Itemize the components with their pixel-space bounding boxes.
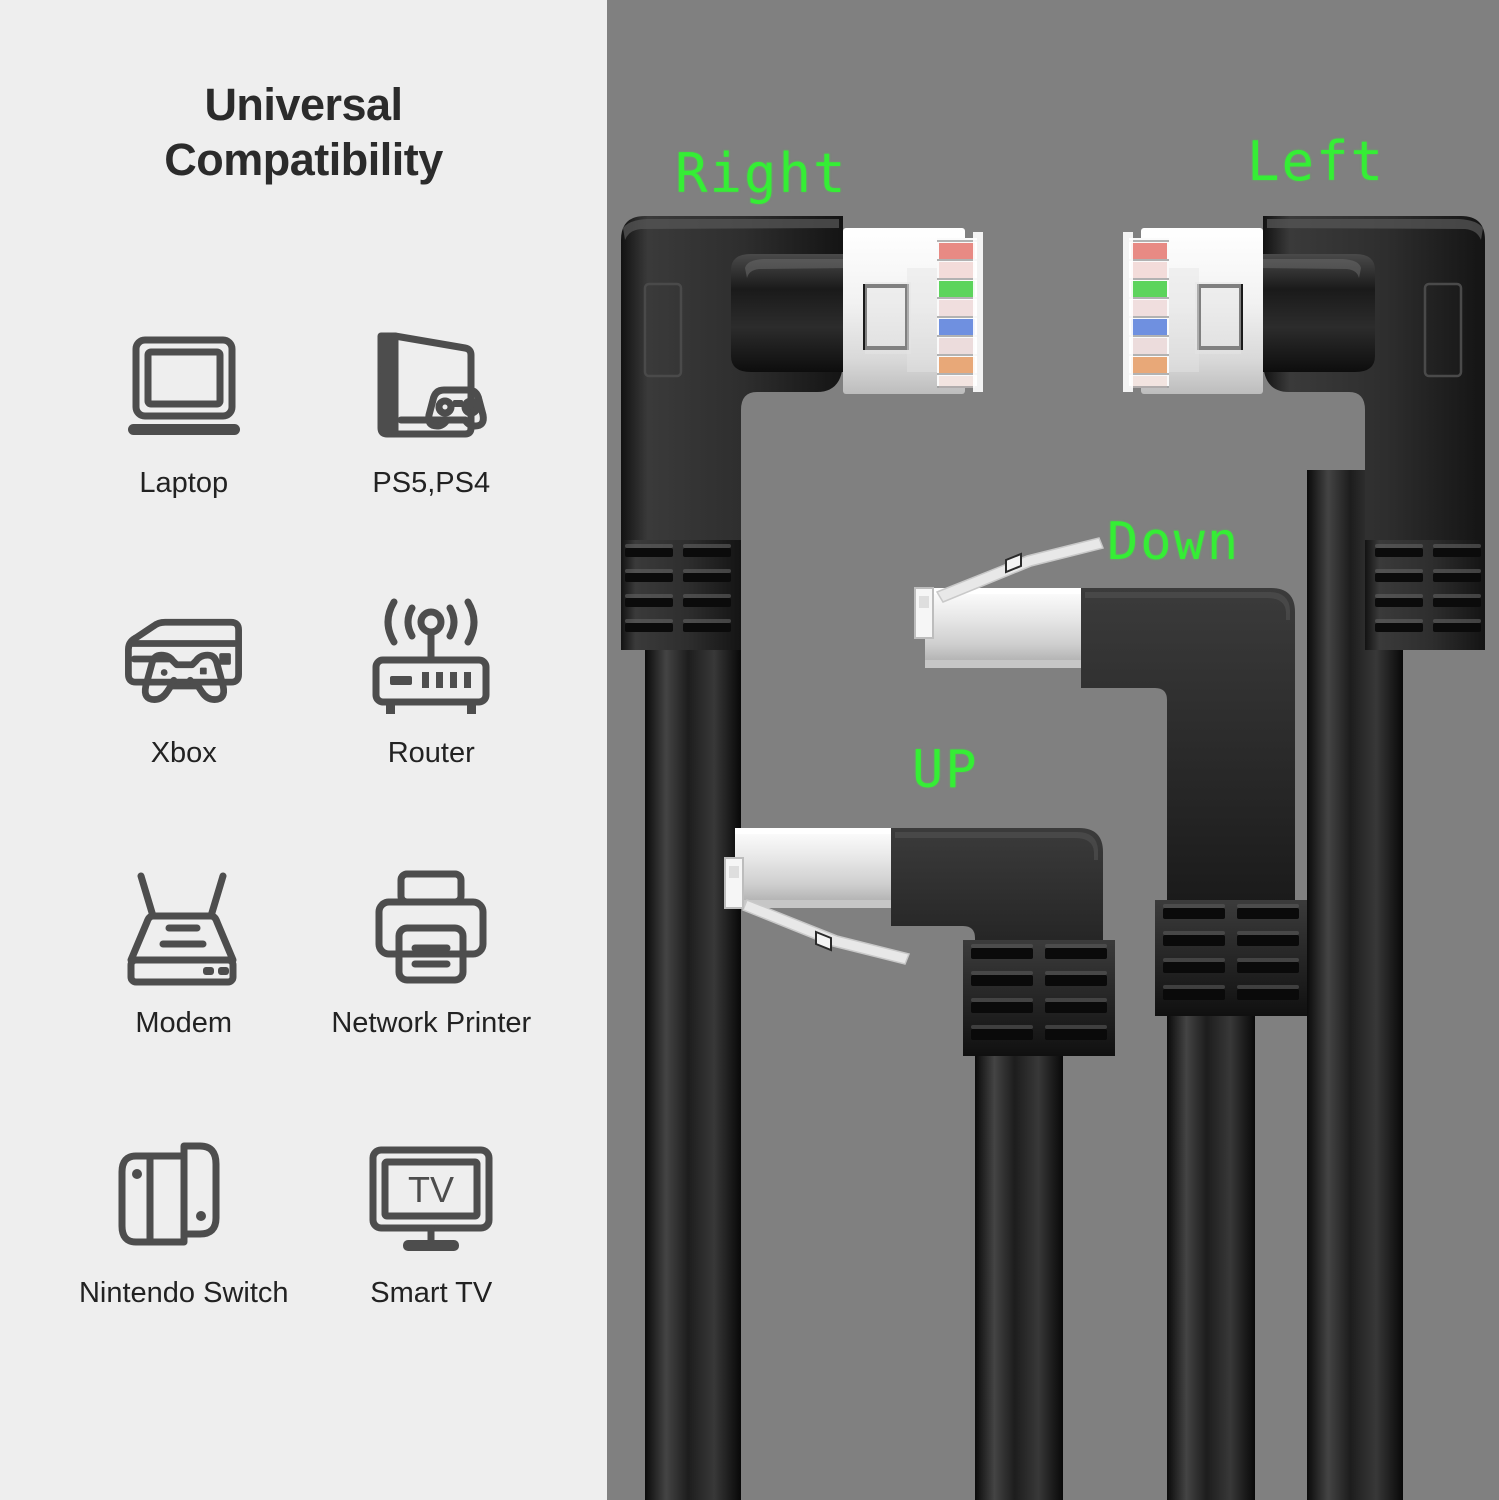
connector-recess (643, 282, 683, 378)
device-icon-grid: Laptop (60, 320, 555, 1400)
rj45-plug-left (1123, 228, 1263, 394)
strain-relief-right (621, 540, 741, 650)
rj45-shielded-plug-down (914, 537, 1105, 668)
label-right: Right (675, 142, 848, 205)
device-row: Laptop (60, 320, 555, 590)
modem-icon (111, 860, 256, 995)
device-item-printer: Network Printer (308, 860, 556, 1130)
device-item-switch: Nintendo Switch (60, 1130, 308, 1400)
device-label: Laptop (139, 467, 229, 499)
connector-left (1123, 216, 1485, 650)
laptop-icon (111, 320, 256, 455)
svg-text:TV: TV (408, 1169, 454, 1210)
device-item-smart-tv: TV Smart TV (308, 1130, 556, 1400)
device-item-xbox: Xbox (60, 590, 308, 860)
connector-down (914, 537, 1307, 1016)
wifi-router-icon (359, 590, 504, 725)
smart-tv-icon: TV (359, 1130, 504, 1265)
connector-recess (1423, 282, 1463, 378)
connector-illustration (621, 216, 1485, 1500)
device-label: Router (387, 737, 475, 769)
nintendo-switch-icon (111, 1130, 256, 1265)
device-label: PS5,PS4 (372, 467, 491, 499)
device-label: Smart TV (370, 1277, 493, 1309)
device-item-playstation: PS5,PS4 (308, 320, 556, 590)
device-row: Modem Network Printer (60, 860, 555, 1130)
device-item-laptop: Laptop (60, 320, 308, 590)
device-label: Nintendo Switch (78, 1277, 289, 1309)
device-item-modem: Modem (60, 860, 308, 1130)
title-line-1: Universal (204, 79, 403, 130)
rj45-wires-left (1123, 232, 1169, 392)
rj45-wires-right (937, 232, 983, 392)
strain-relief-down (1155, 900, 1307, 1016)
device-row: Nintendo Switch TV Smart TV (60, 1130, 555, 1400)
label-left: Left (1247, 130, 1386, 193)
compatibility-panel: Universal Compatibility Laptop (0, 0, 607, 1500)
strain-relief-left (1365, 540, 1485, 650)
device-label: Modem (135, 1007, 233, 1039)
connector-up (724, 828, 1115, 1056)
rj45-shielded-plug-up (724, 828, 911, 965)
playstation-console-icon (359, 320, 504, 455)
page-title: Universal Compatibility (0, 78, 607, 188)
label-down: Down (1107, 512, 1241, 572)
label-up: UP (912, 740, 979, 800)
device-item-router: Router (308, 590, 556, 860)
device-row: Xbox (60, 590, 555, 860)
xbox-console-icon (111, 590, 256, 725)
strain-relief-up (963, 940, 1115, 1056)
printer-icon (359, 860, 504, 995)
connector-showcase-panel: Right Left Down UP (607, 0, 1499, 1500)
device-label: Xbox (150, 737, 217, 769)
title-line-2: Compatibility (164, 133, 443, 185)
rj45-plug-right (843, 228, 983, 394)
cable-down (1167, 1000, 1255, 1500)
connector-right (621, 216, 983, 650)
device-label: Network Printer (331, 1007, 532, 1039)
cable-up (975, 1040, 1063, 1500)
